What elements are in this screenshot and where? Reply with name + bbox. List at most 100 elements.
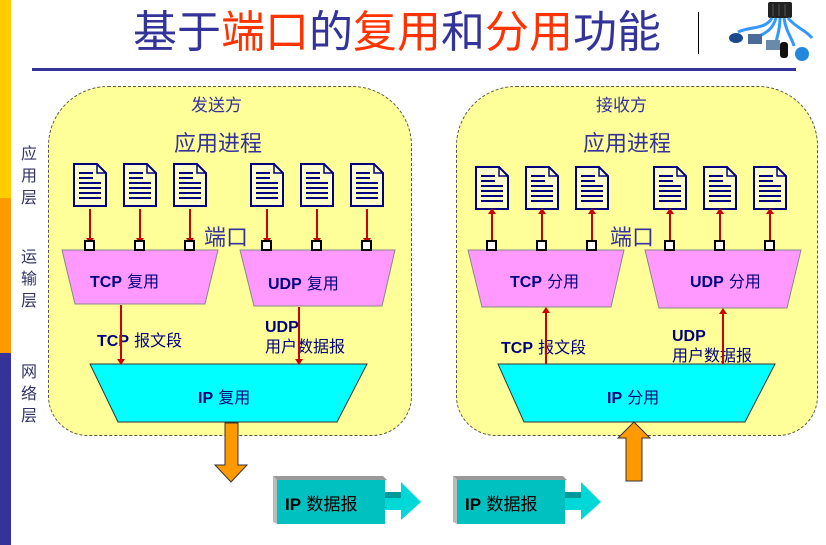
proto-text: UDP — [672, 328, 706, 345]
layer-label-network: 网 络 层 — [20, 361, 38, 427]
action-text: 分用 — [547, 272, 580, 291]
sender-tcp-to-ip-arrow — [117, 305, 125, 365]
receiver-udp-demux-label: UDP 分用 — [690, 268, 761, 292]
sender-port — [261, 240, 272, 251]
sender-title: 发送方 — [191, 96, 242, 116]
ip-datagram-2: IP 数据报 — [453, 476, 613, 524]
proto-text: IP — [465, 495, 482, 514]
proto-text: UDP — [690, 274, 724, 291]
receiver-tcp-demux-label: TCP 分用 — [510, 268, 579, 292]
layer-char: 输 — [20, 269, 37, 288]
segment-text: 报文段 — [134, 331, 183, 350]
application-process-icon — [173, 163, 207, 207]
title-seg: 复用 — [353, 7, 441, 58]
application-process-icon — [300, 163, 334, 207]
datagram-shape — [273, 476, 421, 524]
sender-process-label: 应用进程 — [174, 132, 263, 157]
sidebar-strip-network — [0, 353, 11, 545]
proto-text: UDP — [268, 276, 302, 293]
receiver-ip-to-udp-arrow — [719, 308, 727, 364]
layer-char: 络 — [20, 384, 37, 403]
receiver-port — [536, 240, 547, 251]
action-text: 复用 — [127, 272, 160, 291]
receiver-port — [664, 240, 675, 251]
layer-label-transport: 运 输 层 — [20, 246, 38, 312]
sidebar-strip-app — [0, 0, 11, 198]
datagram-shape — [453, 476, 601, 524]
receiver-port-arrow — [538, 208, 546, 240]
application-process-icon — [350, 163, 384, 207]
layer-char: 网 — [20, 362, 37, 381]
application-process-icon — [753, 166, 787, 210]
proto-text: IP — [198, 390, 214, 407]
datagram-text: 数据报 — [306, 495, 358, 515]
ip-datagram-1: IP 数据报 — [273, 476, 433, 524]
segment-text: 用户数据报 — [672, 346, 753, 365]
layer-char: 层 — [20, 188, 37, 207]
datagram-label: IP 数据报 — [465, 490, 537, 515]
network-servers-icon — [729, 2, 814, 61]
sender-port — [134, 240, 145, 251]
proto-text: TCP — [90, 274, 122, 291]
action-text: 分用 — [627, 388, 660, 407]
receiver-port — [486, 240, 497, 251]
receiver-title: 接收方 — [596, 96, 647, 116]
receiver-port-label: 端口 — [610, 226, 655, 251]
layer-label-application: 应 用 层 — [20, 143, 38, 209]
datagram-text: 数据报 — [486, 495, 538, 515]
receiver-port — [714, 240, 725, 251]
sender-port-label: 端口 — [204, 226, 249, 251]
application-process-icon — [475, 166, 509, 210]
sender-port — [184, 240, 195, 251]
title-seg: 端口 — [221, 7, 309, 58]
application-process-icon — [653, 166, 687, 210]
sender-ip-mux-label: IP 复用 — [198, 384, 250, 408]
proto-text: UDP — [265, 319, 299, 336]
sender-udp-mux-label: UDP 复用 — [268, 270, 339, 294]
proto-text: IP — [607, 390, 623, 407]
action-text: 复用 — [218, 388, 251, 407]
title-seg: 基于 — [133, 7, 221, 58]
text-cursor — [698, 12, 699, 54]
layer-char: 层 — [20, 406, 37, 425]
action-text: 分用 — [728, 272, 761, 291]
sidebar-strip-transport — [0, 198, 11, 353]
segment-text: 报文段 — [538, 338, 587, 357]
datagram-label: IP 数据报 — [285, 490, 357, 515]
title-seg: 分用 — [485, 7, 573, 58]
receiver-process-label: 应用进程 — [583, 132, 672, 157]
proto-text: TCP — [510, 274, 542, 291]
title-seg: 功能 — [573, 7, 661, 58]
receiver-port — [586, 240, 597, 251]
title-divider — [32, 68, 796, 71]
application-process-icon — [525, 166, 559, 210]
sender-tcp-mux-label: TCP 复用 — [90, 268, 159, 292]
sender-port — [361, 240, 372, 251]
segment-text: 用户数据报 — [265, 337, 346, 356]
layer-char: 应 — [20, 144, 37, 163]
application-process-icon — [73, 163, 107, 207]
title-seg: 和 — [441, 7, 485, 58]
layer-char: 层 — [20, 291, 37, 310]
receiver-port-arrow — [488, 208, 496, 240]
receiver-port-arrow — [766, 208, 774, 240]
application-process-icon — [123, 163, 157, 207]
proto-text: TCP — [501, 340, 533, 357]
receiver-ip-to-tcp-arrow — [542, 307, 550, 364]
action-text: 复用 — [306, 274, 339, 293]
layer-char: 用 — [20, 166, 37, 185]
title-seg: 的 — [309, 7, 353, 58]
receiver-port-arrow — [666, 208, 674, 240]
receiver-tcp-segment-label: TCP 报文段 — [501, 338, 586, 358]
application-process-icon — [575, 166, 609, 210]
application-process-icon — [250, 163, 284, 207]
receiver-ip-demux-label: IP 分用 — [607, 384, 659, 408]
receiver-port — [764, 240, 775, 251]
sender-udp-to-ip-arrow — [295, 307, 303, 365]
